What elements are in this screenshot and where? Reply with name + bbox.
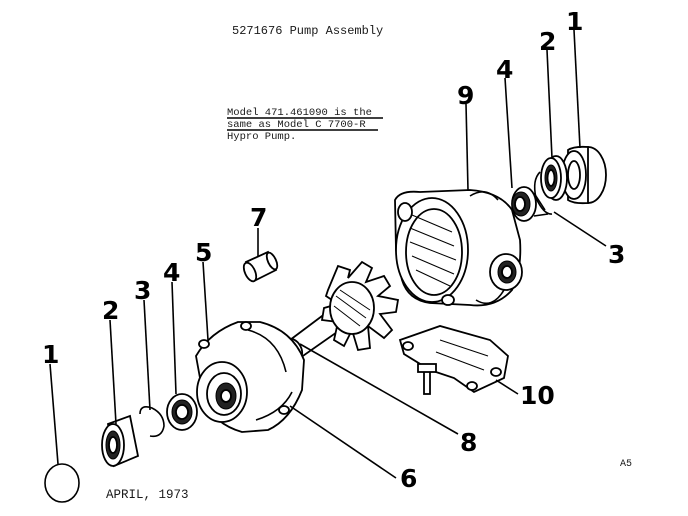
- bearing-part-4-bottom: [166, 393, 198, 431]
- bearing-part-2-bottom: [101, 414, 140, 468]
- bearing-part-4-top: [511, 186, 549, 222]
- model-note: Model 471.461090 is the same as Model C …: [227, 107, 383, 143]
- bolt: [417, 363, 437, 395]
- base-plate-part-10: [398, 325, 509, 394]
- snap-ring-part-3-bottom: [139, 406, 165, 438]
- callout-4-bottom: 4: [163, 258, 180, 287]
- callout-3-top: 3: [608, 240, 625, 269]
- date-label: APRIL, 1973: [106, 488, 189, 502]
- seal-ring-part-1-top: [561, 145, 607, 205]
- leader-lines: [49, 29, 607, 479]
- o-ring-part-1-bottom: [44, 463, 80, 503]
- pin-part-7: [242, 250, 279, 283]
- callout-5: 5: [195, 238, 212, 267]
- callout-2-top: 2: [539, 27, 556, 56]
- bearing-part-2-top: [540, 155, 568, 201]
- note-line-1: Model 471.461090 is the: [227, 107, 372, 119]
- callout-1-top: 1: [566, 7, 583, 36]
- callout-2-bottom: 2: [102, 296, 119, 325]
- callout-3-bottom: 3: [134, 276, 151, 305]
- callout-9: 9: [457, 81, 474, 110]
- callout-10: 10: [520, 381, 555, 410]
- callout-7: 7: [250, 203, 267, 232]
- pump-cover-part-6: [195, 321, 305, 433]
- impeller-part-8: [284, 260, 400, 361]
- callout-1-bottom: 1: [42, 340, 59, 369]
- callout-4-top: 4: [496, 55, 513, 84]
- pump-housing-part-9: [394, 189, 523, 307]
- note-line-3: Hypro Pump.: [227, 131, 296, 143]
- callout-numbers: 1 2 4 9 3 7 5 2 3 4 1 8 10 6: [42, 7, 625, 493]
- diagram-title: 5271676 Pump Assembly: [232, 24, 383, 38]
- note-line-2: same as Model C 7700-R: [227, 119, 366, 131]
- callout-8: 8: [460, 428, 477, 457]
- callout-6: 6: [400, 464, 417, 493]
- page-code: A5: [620, 459, 632, 470]
